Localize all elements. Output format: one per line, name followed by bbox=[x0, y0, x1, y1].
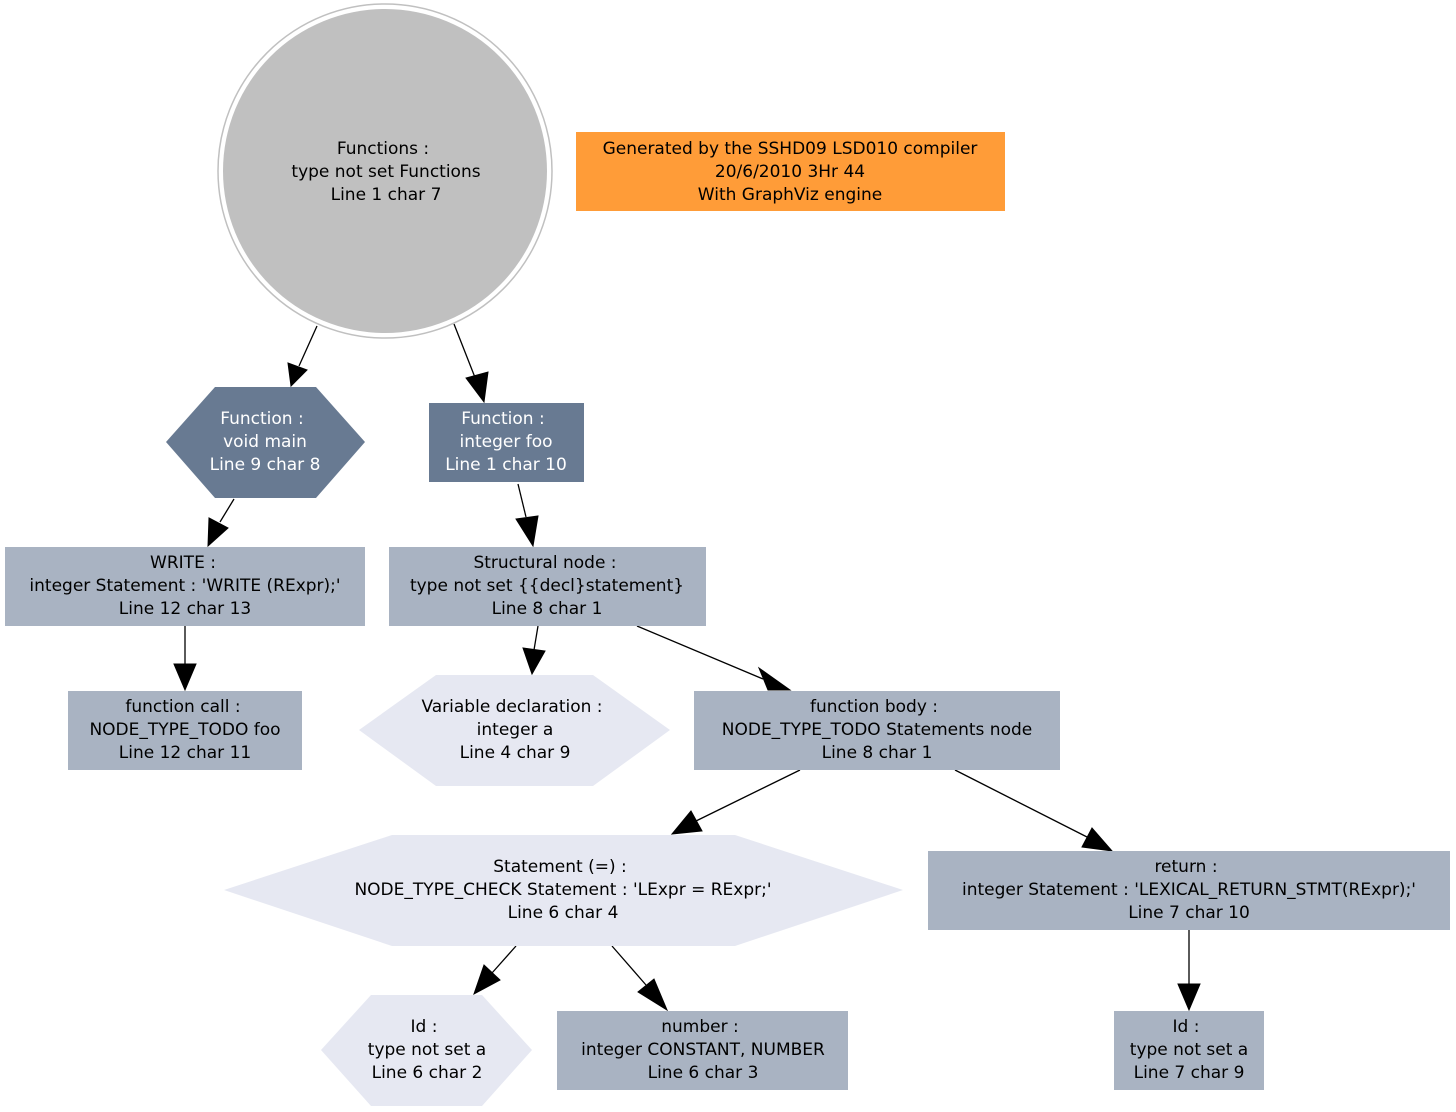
node-function-foo-line-2: integer foo bbox=[459, 432, 552, 452]
node-statement-assign-line-3: Line 6 char 4 bbox=[508, 903, 619, 923]
node-id-a-6[interactable]: Id : type not set a Line 6 char 2 bbox=[321, 995, 532, 1106]
node-number-line-3: Line 6 char 3 bbox=[648, 1063, 759, 1083]
hexagon-shape bbox=[359, 675, 670, 786]
node-id-a-7-line-1: Id : bbox=[1173, 1017, 1200, 1037]
node-number[interactable]: number : integer CONSTANT, NUMBER Line 6… bbox=[557, 1011, 848, 1090]
node-id-a-7-line-3: Line 7 char 9 bbox=[1134, 1063, 1245, 1083]
node-function-foo-line-1: Function : bbox=[461, 409, 544, 429]
box-shape bbox=[928, 851, 1450, 930]
edge-statement-assign-to-number bbox=[611, 945, 669, 1012]
box-shape bbox=[389, 547, 706, 626]
node-functions-line-3: Line 1 char 7 bbox=[331, 185, 442, 205]
node-function-foo[interactable]: Function : integer foo Line 1 char 10 bbox=[429, 403, 584, 482]
node-structural-line-1: Structural node : bbox=[473, 553, 616, 573]
edge-write-to-function-call bbox=[173, 626, 197, 692]
node-function-main-line-1: Function : bbox=[220, 409, 303, 429]
node-id-a-7-line-2: type not set a bbox=[1130, 1040, 1248, 1060]
node-return-line-2: integer Statement : 'LEXICAL_RETURN_STMT… bbox=[962, 880, 1416, 900]
edge-function-main-to-write bbox=[207, 498, 235, 548]
edge-functions-to-function-foo bbox=[453, 323, 489, 404]
node-function-main[interactable]: Function : void main Line 9 char 8 bbox=[166, 387, 365, 498]
node-id-a-6-line-2: type not set a bbox=[368, 1040, 486, 1060]
node-functions-line-2: type not set Functions bbox=[291, 162, 480, 182]
node-id-a-6-line-1: Id : bbox=[411, 1017, 438, 1037]
box-shape bbox=[68, 691, 302, 770]
edge-functions-to-function-main bbox=[287, 325, 318, 388]
node-number-line-2: integer CONSTANT, NUMBER bbox=[581, 1040, 825, 1060]
edge-statement-assign-to-id-a-6 bbox=[473, 945, 517, 996]
node-structural[interactable]: Structural node : type not set {{decl}st… bbox=[389, 547, 706, 626]
node-write-line-1: WRITE : bbox=[150, 553, 216, 573]
hexagon-shape bbox=[224, 835, 903, 946]
node-function-main-line-3: Line 9 char 8 bbox=[210, 455, 321, 475]
node-var-decl-line-2: integer a bbox=[477, 720, 554, 740]
node-var-decl-line-1: Variable declaration : bbox=[421, 697, 602, 717]
node-var-decl[interactable]: Variable declaration : integer a Line 4 … bbox=[359, 675, 670, 786]
node-write-line-2: integer Statement : 'WRITE (RExpr);' bbox=[29, 576, 340, 596]
node-function-call-line-2: NODE_TYPE_TODO foo bbox=[89, 720, 280, 740]
node-var-decl-line-3: Line 4 char 9 bbox=[460, 743, 571, 763]
node-return-line-1: return : bbox=[1154, 857, 1217, 877]
edge-structural-to-var-decl bbox=[522, 625, 546, 676]
note-line-1: Generated by the SSHD09 LSD010 compiler bbox=[603, 139, 978, 159]
node-statement-assign[interactable]: Statement (=) : NODE_TYPE_CHECK Statemen… bbox=[224, 835, 903, 946]
node-write-line-3: Line 12 char 13 bbox=[119, 599, 251, 619]
root-outer-ring bbox=[217, 3, 553, 339]
box-shape bbox=[694, 691, 1060, 770]
node-function-body-line-3: Line 8 char 1 bbox=[822, 743, 933, 763]
node-return[interactable]: return : integer Statement : 'LEXICAL_RE… bbox=[928, 851, 1450, 930]
note-box bbox=[576, 132, 1005, 211]
box-shape bbox=[429, 403, 584, 482]
node-function-call[interactable]: function call : NODE_TYPE_TODO foo Line … bbox=[68, 691, 302, 770]
node-id-a-6-line-3: Line 6 char 2 bbox=[372, 1063, 483, 1083]
hexagon-shape bbox=[166, 387, 365, 498]
node-function-call-line-3: Line 12 char 11 bbox=[119, 743, 251, 763]
node-statement-assign-line-2: NODE_TYPE_CHECK Statement : 'LExpr = REx… bbox=[354, 880, 771, 900]
node-write[interactable]: WRITE : integer Statement : 'WRITE (RExp… bbox=[5, 547, 365, 626]
node-return-line-3: Line 7 char 10 bbox=[1128, 903, 1250, 923]
edge-return-to-id-a-7 bbox=[1177, 930, 1201, 1012]
box-shape bbox=[5, 547, 365, 626]
node-structural-line-3: Line 8 char 1 bbox=[492, 599, 603, 619]
node-function-foo-line-3: Line 1 char 10 bbox=[445, 455, 567, 475]
node-function-call-line-1: function call : bbox=[125, 697, 240, 717]
node-functions-line-1: Functions : bbox=[337, 139, 429, 159]
node-statement-assign-line-1: Statement (=) : bbox=[493, 857, 627, 877]
node-id-a-7[interactable]: Id : type not set a Line 7 char 9 bbox=[1114, 1011, 1264, 1090]
node-function-body-line-1: function body : bbox=[810, 697, 938, 717]
edges bbox=[173, 323, 1201, 1012]
node-functions[interactable]: Functions : type not set Functions Line … bbox=[217, 3, 553, 339]
edge-function-foo-to-structural bbox=[515, 483, 539, 548]
node-function-body[interactable]: function body : NODE_TYPE_TODO Statement… bbox=[694, 691, 1060, 770]
note-line-3: With GraphViz engine bbox=[698, 185, 882, 205]
compiler-note: Generated by the SSHD09 LSD010 compiler … bbox=[576, 132, 1005, 211]
node-function-main-line-2: void main bbox=[223, 432, 307, 452]
box-shape bbox=[557, 1011, 848, 1090]
note-line-2: 20/6/2010 3Hr 44 bbox=[715, 162, 865, 182]
root-circle bbox=[223, 9, 547, 333]
node-function-body-line-2: NODE_TYPE_TODO Statements node bbox=[722, 720, 1032, 740]
node-number-line-1: number : bbox=[661, 1017, 738, 1037]
box-shape bbox=[1114, 1011, 1264, 1090]
hexagon-shape bbox=[321, 995, 532, 1106]
node-structural-line-2: type not set {{decl}statement} bbox=[410, 576, 684, 596]
edge-function-body-to-statement-assign bbox=[670, 769, 801, 835]
edge-function-body-to-return bbox=[954, 769, 1114, 852]
edge-structural-to-function-body bbox=[636, 625, 792, 691]
